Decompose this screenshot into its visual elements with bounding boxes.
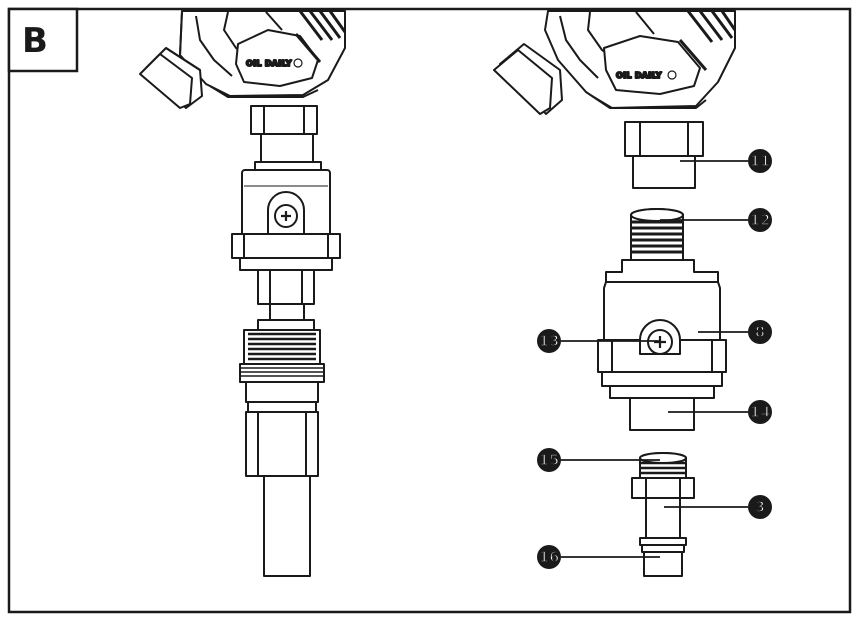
svg-text:15: 15: [539, 451, 560, 469]
svg-text:14: 14: [750, 403, 771, 421]
svg-text:8: 8: [755, 323, 765, 341]
left-nipple: [269, 303, 305, 321]
left-collar: [231, 233, 341, 259]
part-14-outlet: [609, 385, 715, 431]
left-ring: [254, 161, 322, 171]
left-lower-fitting: [257, 269, 315, 305]
left-nipple-ring: [257, 319, 315, 331]
part-3-plug: [631, 452, 695, 577]
callout-3: 3: [748, 495, 772, 519]
right-assembly: OIL DAILY: [493, 10, 737, 577]
diagram-frame: [7, 7, 852, 614]
svg-text:3: 3: [755, 498, 765, 516]
svg-text:12: 12: [750, 211, 771, 229]
left-oil-cap: [139, 47, 203, 109]
part-13-screw: [639, 319, 681, 355]
left-swivel-screw: [267, 191, 305, 235]
left-hose-nut: [245, 411, 319, 477]
callout-16: 16: [537, 545, 561, 569]
callout-8: 8: [748, 320, 772, 344]
part-11-outlet: [624, 121, 704, 189]
left-hose: [263, 475, 311, 577]
right-oil-cap: [493, 43, 563, 115]
left-oil-label: OIL DAILY: [246, 59, 292, 68]
left-collar-base: [239, 257, 333, 271]
svg-text:13: 13: [539, 332, 560, 350]
callout-14: 14: [748, 400, 772, 424]
callouts: 11 12 8 13 14 15: [537, 149, 772, 569]
left-upper-connector: [260, 133, 314, 163]
svg-text:16: 16: [539, 548, 560, 566]
svg-text:11: 11: [750, 152, 771, 170]
left-assembly: OIL DAILY: [139, 10, 347, 577]
right-oil-label: OIL DAILY: [616, 71, 662, 80]
callout-12: 12: [748, 208, 772, 232]
left-tool-body: OIL DAILY: [179, 10, 347, 98]
left-quick-coupler: [239, 329, 325, 413]
left-hex-nut: [250, 105, 318, 135]
callout-11: 11: [748, 149, 772, 173]
part-12-thread: [630, 208, 684, 261]
right-tool-body: OIL DAILY: [544, 10, 737, 109]
panel-letter: B: [22, 21, 48, 61]
callout-15: 15: [537, 448, 561, 472]
callout-13: 13: [537, 329, 561, 353]
panel-letter-box: B: [7, 7, 79, 73]
part-8-swivel-body: [597, 259, 727, 387]
